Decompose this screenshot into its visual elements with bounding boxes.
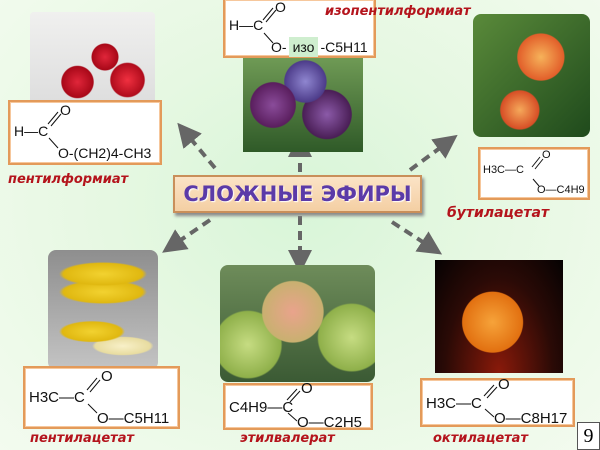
iso-prefix: изо <box>288 37 319 57</box>
formula-isopentyl-formate: H—C O O-изо-C5H11 <box>223 0 376 58</box>
formula-left: C4H9—C <box>229 399 294 416</box>
formula-ethyl-valerate: C4H9—C O O—C2H5 <box>223 380 373 431</box>
formula-left: H—C <box>14 123 49 139</box>
formula-bottom: O—C2H5 <box>297 414 363 431</box>
label-butyl-acetate: бутилацетат <box>447 205 550 221</box>
orange-image <box>435 260 563 373</box>
formula-left: H3C—C <box>426 395 482 412</box>
formula-butyl-acetate: H3C—C O O—C4H9 <box>478 147 590 200</box>
formula-carbonyl-o: O <box>542 149 551 161</box>
arrow-to-cherry <box>177 122 217 170</box>
formula-pentyl-formate: H—C O O-(CH2)4-CH3 <box>8 100 162 165</box>
formula-carbonyl-o: O <box>301 380 313 397</box>
arrow-to-peach <box>408 134 458 172</box>
label-pentyl-formate: пентилформиат <box>8 172 129 187</box>
cherry-image <box>30 12 155 112</box>
apple-image <box>220 265 375 382</box>
arrow-to-orange <box>390 220 443 255</box>
formula-carbonyl-o: O <box>275 0 286 15</box>
page-number: 9 <box>577 422 600 450</box>
label-isopentyl-formate: изопентилформиат <box>325 4 471 19</box>
arrow-to-banana <box>162 218 212 253</box>
banana-image <box>48 250 158 370</box>
label-pentyl-acetate: пентилацетат <box>30 431 135 446</box>
formula-left: H3C—C <box>483 164 524 176</box>
plum-image <box>243 58 363 152</box>
formula-bottom-r: -C5H11 <box>320 39 368 55</box>
formula-bottom: O—C8H17 <box>494 410 568 427</box>
formula-carbonyl-o: O <box>498 376 510 393</box>
peach-image <box>473 14 590 137</box>
formula-bottom: O—C5H11 <box>97 410 170 427</box>
formula-octyl-acetate: H3C—C O O—C8H17 <box>420 376 575 427</box>
formula-carbonyl-o: O <box>60 102 71 118</box>
label-ethyl-valerate: этилвалерат <box>240 431 335 446</box>
formula-carbonyl-o: O <box>101 368 113 385</box>
label-octyl-acetate: октилацетат <box>433 431 528 446</box>
slide-title: СЛОЖНЫЕ ЭФИРЫ <box>173 175 422 213</box>
formula-bottom: O-(CH2)4-CH3 <box>58 145 152 161</box>
formula-pentyl-acetate: H3C—C O O—C5H11 <box>23 366 180 429</box>
formula-bottom-o: O- <box>271 39 287 55</box>
formula-bottom: O—C4H9 <box>537 184 585 196</box>
formula-left: H3C—C <box>29 389 85 406</box>
formula-bottom: O-изо-C5H11 <box>271 37 368 57</box>
formula-left: H—C <box>229 17 264 33</box>
